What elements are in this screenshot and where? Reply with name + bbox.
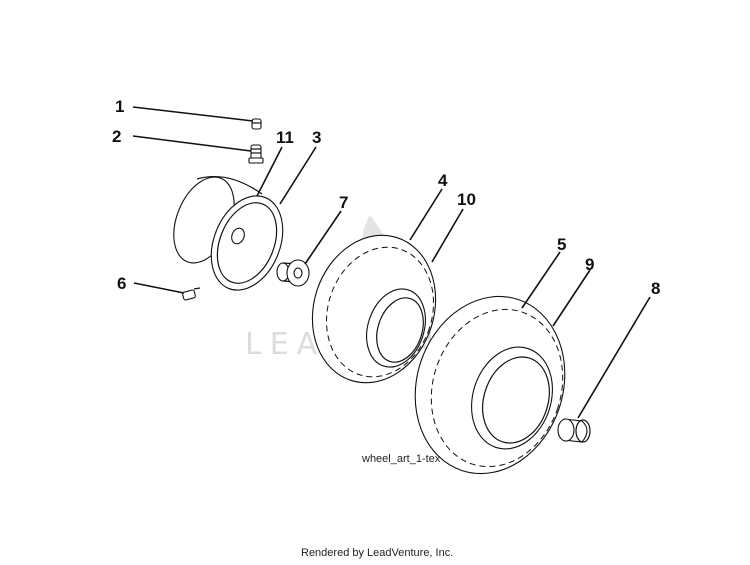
leader-10	[431, 208, 464, 263]
leader-7	[304, 210, 342, 265]
callout-10[interactable]: 10	[457, 190, 476, 209]
callout-1[interactable]: 1	[115, 97, 124, 116]
leader-6	[133, 282, 185, 294]
callout-2[interactable]: 2	[112, 127, 121, 146]
part-6-fitting[interactable]	[182, 287, 201, 301]
part-3-rim[interactable]	[162, 168, 296, 301]
callout-11[interactable]: 11	[276, 128, 294, 147]
part-4-front-tire[interactable]	[294, 219, 454, 399]
leader-3	[279, 146, 317, 205]
callout-9[interactable]: 9	[585, 255, 594, 274]
part-7-bushing[interactable]	[276, 259, 310, 287]
leader-1	[132, 106, 254, 122]
leader-2	[132, 135, 252, 152]
callout-5[interactable]: 5	[557, 235, 566, 254]
part-2-valve-stem[interactable]	[248, 144, 264, 164]
callout-7[interactable]: 7	[339, 193, 348, 212]
callout-8[interactable]: 8	[651, 279, 660, 298]
leader-9	[552, 269, 591, 327]
part-1-cap[interactable]	[251, 118, 262, 130]
part-5-rear-tire[interactable]	[393, 277, 587, 493]
leader-4	[409, 188, 443, 241]
leader-5	[521, 251, 561, 309]
footer-credit: Rendered by LeadVenture, Inc.	[301, 547, 453, 559]
callout-6[interactable]: 6	[117, 274, 126, 293]
callout-3[interactable]: 3	[312, 128, 321, 147]
part-8-hub-cap[interactable]	[557, 418, 591, 443]
diagram-caption: wheel_art_1-tex	[361, 453, 441, 465]
leader-8	[577, 296, 651, 419]
leader-11	[256, 146, 283, 197]
callout-4[interactable]: 4	[438, 171, 448, 190]
